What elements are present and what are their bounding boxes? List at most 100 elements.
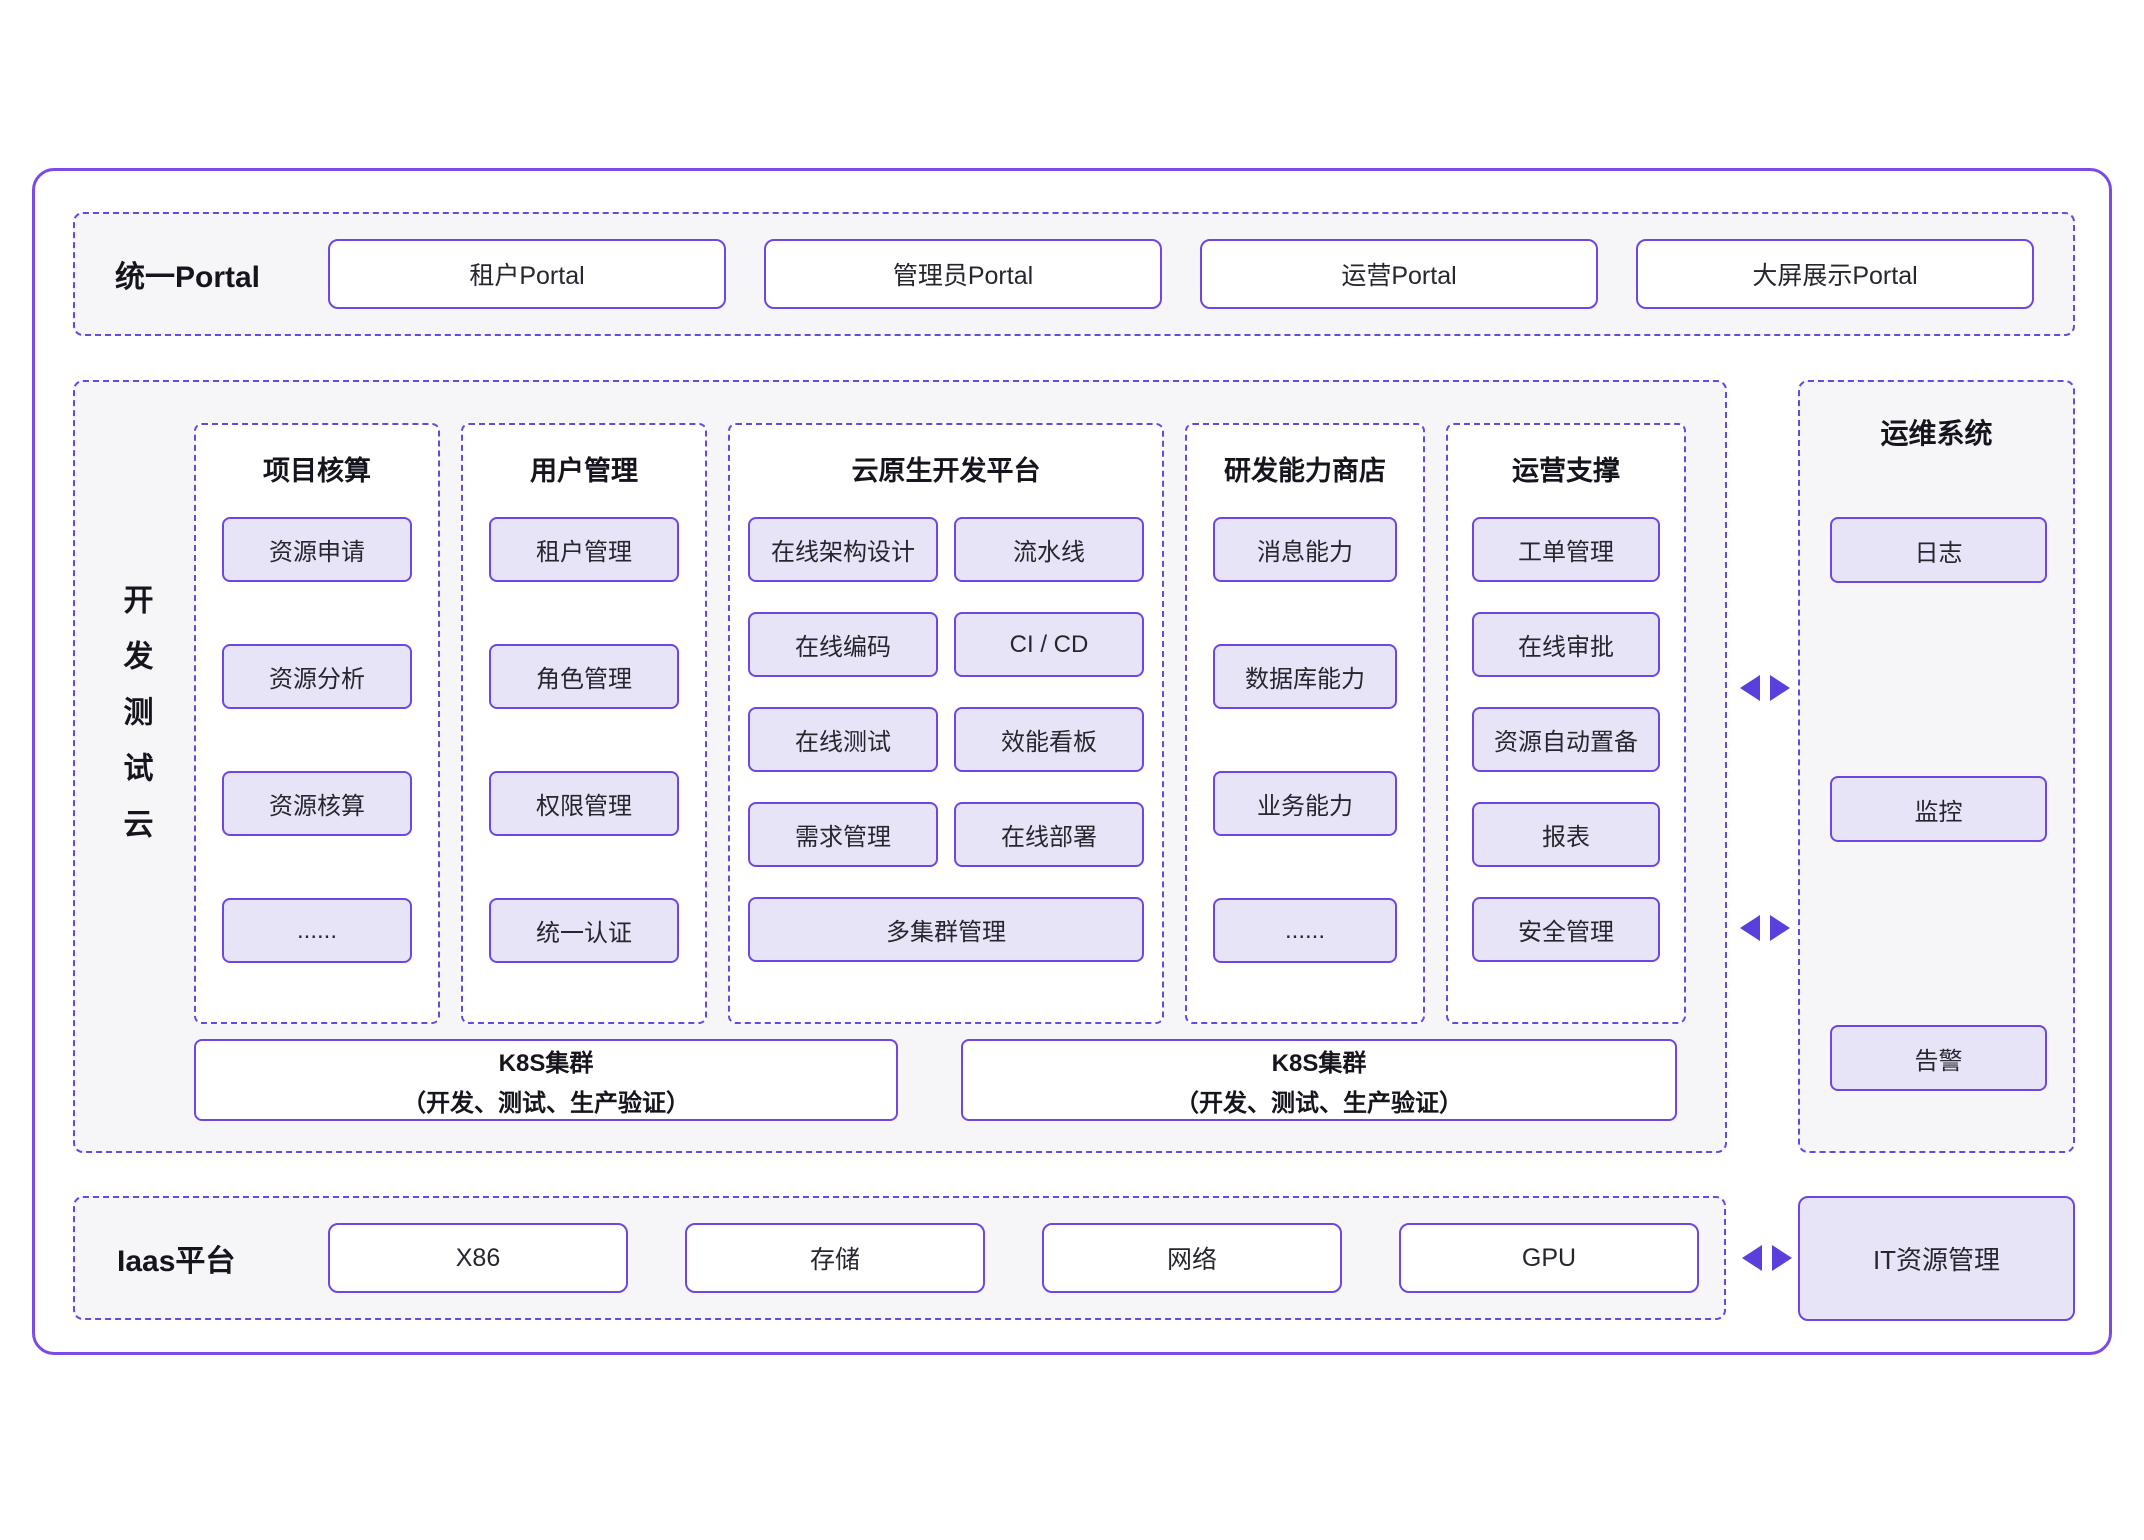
column-title: 云原生开发平台 bbox=[851, 456, 1041, 486]
module-button[interactable]: 资源申请 bbox=[222, 517, 412, 582]
module-button[interactable]: 数据库能力 bbox=[1213, 644, 1397, 709]
portal-button-label: 大屏展示Portal bbox=[1752, 262, 1918, 290]
portal-button-label: 运营Portal bbox=[1341, 262, 1457, 290]
ops-system-title: 运维系统 bbox=[1880, 418, 1993, 449]
architecture-frame: 统一Portal 租户Portal 管理员Portal 运营Portal 大屏展… bbox=[32, 168, 2112, 1355]
iaas-platform-label: Iaas平台 bbox=[117, 1245, 236, 1278]
it-resource-management-label: IT资源管理 bbox=[1872, 1245, 2001, 1275]
module-button-label: 需求管理 bbox=[795, 824, 891, 851]
module-button[interactable]: 在线部署 bbox=[954, 802, 1144, 867]
module-button[interactable]: 权限管理 bbox=[489, 771, 679, 836]
portal-button-label: 管理员Portal bbox=[892, 262, 1034, 290]
module-button[interactable]: 在线测试 bbox=[748, 707, 938, 772]
column-title: 项目核算 bbox=[263, 456, 371, 486]
right-arrow-icon bbox=[1770, 915, 1790, 941]
module-button[interactable]: 工单管理 bbox=[1472, 517, 1660, 582]
iaas-resource-button[interactable]: GPU bbox=[1399, 1223, 1699, 1293]
column-rd-capability-store: 研发能力商店 消息能力 数据库能力 业务能力 bbox=[1185, 423, 1425, 1024]
portal-button[interactable]: 运营Portal bbox=[1200, 239, 1598, 309]
module-button-label: 数据库能力 bbox=[1245, 666, 1365, 693]
iaas-resource-button[interactable]: 存储 bbox=[685, 1223, 985, 1293]
column-title: 研发能力商店 bbox=[1224, 456, 1386, 486]
ops-log-button[interactable]: 日志 bbox=[1830, 517, 2047, 583]
right-arrow-icon bbox=[1770, 675, 1790, 701]
module-button-label: 报表 bbox=[1542, 824, 1590, 851]
portal-button-label: 租户Portal bbox=[469, 262, 585, 290]
module-button[interactable]: 在线审批 bbox=[1472, 612, 1660, 677]
right-arrow-icon bbox=[1772, 1245, 1792, 1271]
module-button[interactable]: 在线架构设计 bbox=[748, 517, 938, 582]
column-full-row: 多集群管理 bbox=[730, 867, 1162, 962]
module-button[interactable]: 消息能力 bbox=[1213, 517, 1397, 582]
left-arrow-icon bbox=[1740, 915, 1760, 941]
iaas-platform-section: Iaas平台 X86 存储 网络 GPU bbox=[73, 1196, 1726, 1320]
module-button[interactable]: 多集群管理 bbox=[748, 897, 1144, 962]
k8s-cluster-title: K8S集群 bbox=[498, 1049, 594, 1077]
k8s-cluster-row: K8S集群 （开发、测试、生产验证） K8S集群 （开发、测试、生产验证） bbox=[194, 1039, 1677, 1121]
column-project-accounting: 项目核算 资源申请 资源分析 资源核算 bbox=[194, 423, 440, 1024]
module-button-label: 在线测试 bbox=[795, 729, 891, 756]
module-button-label: 在线编码 bbox=[795, 634, 891, 661]
k8s-cluster-box[interactable]: K8S集群 （开发、测试、生产验证） bbox=[961, 1039, 1677, 1121]
bidirectional-arrow-icon bbox=[1740, 915, 1790, 941]
column-title: 用户管理 bbox=[530, 456, 638, 486]
k8s-cluster-subtitle: （开发、测试、生产验证） bbox=[402, 1089, 690, 1117]
iaas-resource-button[interactable]: X86 bbox=[328, 1223, 628, 1293]
column-operation-support: 运营支撑 工单管理 在线审批 资源自动置备 bbox=[1446, 423, 1686, 1024]
module-button[interactable]: 资源自动置备 bbox=[1472, 707, 1660, 772]
ops-system-panel: 运维系统 日志 监控 告警 bbox=[1798, 380, 2075, 1153]
module-button-label: CI / CD bbox=[1009, 630, 1089, 658]
left-arrow-icon bbox=[1742, 1245, 1762, 1271]
portal-button[interactable]: 管理员Portal bbox=[764, 239, 1162, 309]
unified-portal-label: 统一Portal bbox=[115, 261, 261, 294]
module-button-label: 资源核算 bbox=[269, 793, 365, 820]
module-button-label: 资源申请 bbox=[269, 539, 365, 566]
module-button[interactable]: 效能看板 bbox=[954, 707, 1144, 772]
iaas-resource-button[interactable]: 网络 bbox=[1042, 1223, 1342, 1293]
ops-monitor-button[interactable]: 监控 bbox=[1830, 776, 2047, 842]
module-button[interactable]: 资源分析 bbox=[222, 644, 412, 709]
module-button-label: ...... bbox=[1284, 916, 1325, 944]
portal-button[interactable]: 大屏展示Portal bbox=[1636, 239, 2034, 309]
it-resource-management-box[interactable]: IT资源管理 bbox=[1798, 1196, 2075, 1321]
module-button[interactable]: 报表 bbox=[1472, 802, 1660, 867]
unified-portal-section: 统一Portal 租户Portal 管理员Portal 运营Portal 大屏展… bbox=[73, 212, 2075, 336]
module-button-label: 效能看板 bbox=[1001, 729, 1097, 756]
module-button[interactable]: 资源核算 bbox=[222, 771, 412, 836]
column-title: 运营支撑 bbox=[1512, 456, 1620, 486]
ops-button-label: 监控 bbox=[1914, 798, 1963, 826]
module-button-label: 租户管理 bbox=[536, 539, 632, 566]
module-columns: 项目核算 资源申请 资源分析 资源核算 bbox=[194, 423, 1686, 1024]
ops-alert-button[interactable]: 告警 bbox=[1830, 1025, 2047, 1091]
module-button[interactable]: 需求管理 bbox=[748, 802, 938, 867]
portal-button[interactable]: 租户Portal bbox=[328, 239, 726, 309]
column-item-list: 消息能力 数据库能力 业务能力 ...... bbox=[1187, 487, 1423, 963]
module-button[interactable]: ...... bbox=[1213, 898, 1397, 963]
module-button-label: ...... bbox=[296, 916, 337, 944]
module-button[interactable]: 角色管理 bbox=[489, 644, 679, 709]
module-button[interactable]: CI / CD bbox=[954, 612, 1144, 677]
module-button-label: 在线架构设计 bbox=[771, 539, 915, 566]
module-button[interactable]: 业务能力 bbox=[1213, 771, 1397, 836]
module-button[interactable]: 租户管理 bbox=[489, 517, 679, 582]
dev-test-cloud-side-label: 开发测试云 bbox=[75, 423, 194, 1024]
module-button-label: 流水线 bbox=[1013, 539, 1085, 566]
k8s-cluster-subtitle: （开发、测试、生产验证） bbox=[1175, 1089, 1463, 1117]
module-button-label: 安全管理 bbox=[1518, 919, 1614, 946]
bidirectional-arrow-icon bbox=[1742, 1245, 1792, 1271]
iaas-resource-label: X86 bbox=[455, 1243, 501, 1272]
dev-test-cloud-section: 开发测试云 项目核算 资源申请 资源分析 bbox=[73, 380, 1727, 1153]
k8s-cluster-box[interactable]: K8S集群 （开发、测试、生产验证） bbox=[194, 1039, 898, 1121]
module-button-label: 权限管理 bbox=[536, 793, 632, 820]
module-button-label: 在线审批 bbox=[1518, 634, 1614, 661]
module-button[interactable]: 在线编码 bbox=[748, 612, 938, 677]
module-button-label: 在线部署 bbox=[1001, 824, 1097, 851]
module-button[interactable]: 统一认证 bbox=[489, 898, 679, 963]
module-button[interactable]: 安全管理 bbox=[1472, 897, 1660, 962]
column-item-grid: 在线架构设计 流水线 在线编码 CI / CD bbox=[730, 487, 1162, 867]
column-user-management: 用户管理 租户管理 角色管理 权限管理 bbox=[461, 423, 707, 1024]
module-button-label: 工单管理 bbox=[1518, 539, 1614, 566]
column-cloud-native-platform: 云原生开发平台 在线架构设计 流水线 在线编码 bbox=[728, 423, 1164, 1024]
module-button[interactable]: ...... bbox=[222, 898, 412, 963]
module-button[interactable]: 流水线 bbox=[954, 517, 1144, 582]
